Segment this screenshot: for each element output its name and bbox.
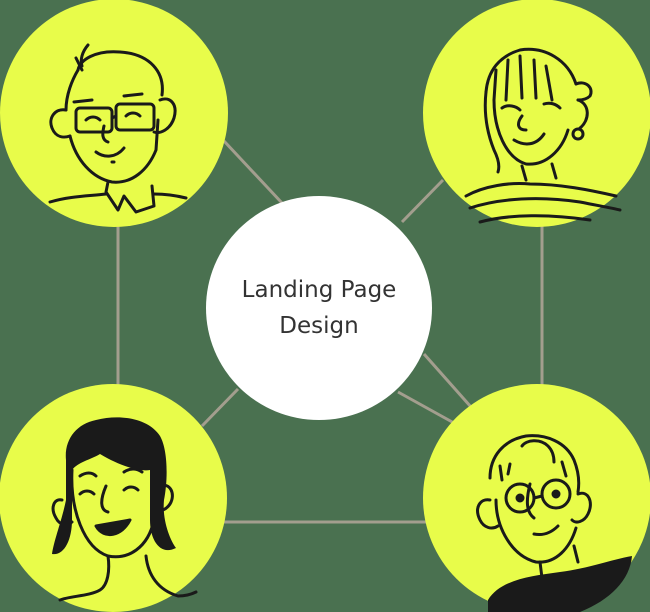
connector-br-center-b <box>397 390 455 425</box>
avatar-top-left[interactable] <box>0 0 228 227</box>
connector-bl-center <box>200 387 240 428</box>
woman-bangs-illustration-icon <box>464 47 622 224</box>
connector-tr-center <box>400 178 445 224</box>
smiling-woman-illustration-icon <box>51 417 198 602</box>
connectors <box>116 139 544 524</box>
center-node[interactable] <box>206 196 432 420</box>
avatar-bottom-right[interactable] <box>423 384 650 612</box>
avatar-top-right[interactable] <box>423 0 650 227</box>
avatar-bottom-left[interactable] <box>0 384 227 612</box>
man-glasses-illustration-icon <box>48 43 188 214</box>
connector-tl-center <box>222 139 284 205</box>
person-round-glasses-illustration-icon <box>476 434 632 612</box>
connector-br-center-a <box>422 353 473 408</box>
